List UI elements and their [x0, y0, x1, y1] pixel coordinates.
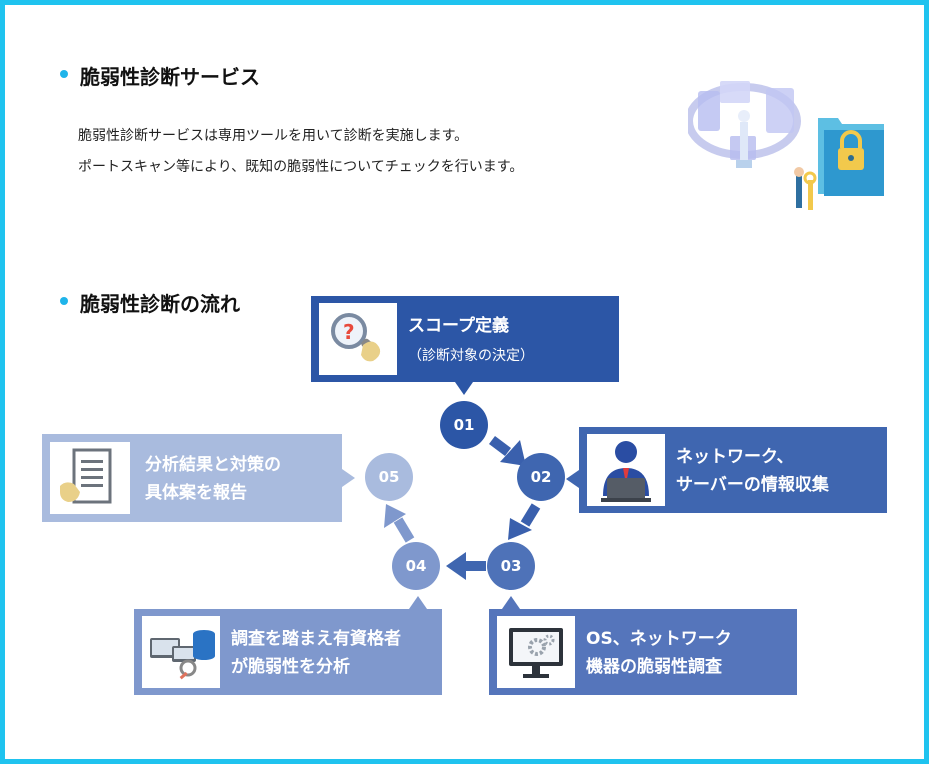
step-04-line-2: が脆弱性を分析	[231, 657, 350, 677]
service-description: 脆弱性診断サービスは専用ツールを用いて診断を実施します。 ポートスキャン等により…	[78, 121, 523, 183]
step-04-line-1: 調査を踏まえ有資格者	[231, 629, 401, 649]
step-05-line-2: 具体案を報告	[145, 483, 247, 503]
step-03-pointer	[502, 596, 520, 609]
security-illustration	[685, 76, 888, 216]
step-02-box: ネットワーク、 サーバーの情報収集	[579, 427, 887, 513]
step-01-box: ? スコープ定義 （診断対象の決定）	[311, 296, 619, 382]
step-01-number: 01	[440, 401, 488, 449]
step-05-box: 分析結果と対策の 具体案を報告	[42, 434, 342, 522]
step-02-number: 02	[517, 453, 565, 501]
step-05-line-1: 分析結果と対策の	[145, 455, 281, 475]
step-04-box: 調査を踏まえ有資格者 が脆弱性を分析	[134, 609, 442, 695]
step-03-line-1: OS、ネットワーク	[586, 629, 732, 649]
step-05-number: 05	[365, 453, 413, 501]
step-02-pointer	[566, 470, 579, 488]
network-database-icon	[142, 616, 220, 688]
flow-heading: 脆弱性診断の流れ	[80, 292, 240, 316]
service-heading: 脆弱性診断サービス	[80, 65, 260, 89]
step-04-pointer	[409, 596, 427, 609]
report-document-icon	[50, 442, 130, 514]
description-line-2: ポートスキャン等により、既知の脆弱性についてチェックを行います。	[78, 159, 524, 175]
security-illustration-svg	[685, 81, 884, 210]
step-03-number: 03	[487, 542, 535, 590]
bullet-dot	[60, 297, 68, 305]
step-01-pointer	[455, 382, 473, 395]
user-laptop-icon	[587, 434, 665, 506]
step-03-box: OS、ネットワーク 機器の脆弱性調査	[489, 609, 797, 695]
magnifier-question-icon: ?	[319, 303, 397, 375]
bullet-dot	[60, 70, 68, 78]
step-05-pointer	[342, 469, 355, 487]
monitor-gears-icon	[497, 616, 575, 688]
step-04-number: 04	[392, 542, 440, 590]
description-line-1: 脆弱性診断サービスは専用ツールを用いて診断を実施します。	[78, 128, 469, 144]
step-03-line-2: 機器の脆弱性調査	[586, 657, 722, 677]
step-02-line-2: サーバーの情報収集	[676, 475, 829, 495]
step-01-title: スコープ定義	[408, 316, 509, 336]
step-01-subtitle: （診断対象の決定）	[408, 348, 534, 364]
step-02-line-1: ネットワーク、	[676, 447, 794, 467]
svg-text:?: ?	[343, 320, 355, 344]
